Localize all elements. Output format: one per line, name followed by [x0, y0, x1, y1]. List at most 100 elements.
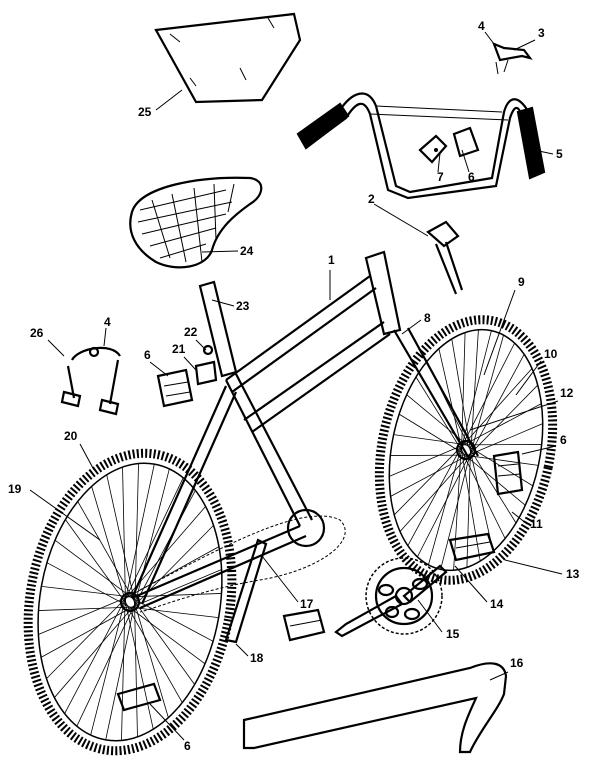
wheel-spoke — [398, 413, 468, 457]
leader-line — [521, 445, 557, 455]
wheel-spoke — [46, 562, 132, 609]
wheel-spoke — [64, 601, 125, 714]
part-number-label: 18 — [250, 651, 264, 665]
part-number-label: 13 — [566, 567, 580, 581]
wheel-spoke — [125, 606, 154, 730]
wheel-spoke — [462, 444, 542, 446]
leader-line — [454, 565, 488, 603]
part-number-label: 4 — [478, 19, 485, 33]
spoke-reflector-part — [116, 682, 162, 712]
leader-line — [79, 443, 95, 471]
wheel-spoke — [459, 330, 492, 453]
left-grip — [296, 102, 350, 150]
leader-line — [261, 555, 299, 603]
wheel-spoke — [122, 467, 126, 607]
part-number-label: 9 — [518, 275, 525, 289]
part-number-label: 22 — [184, 325, 198, 339]
leader-line — [417, 599, 443, 633]
wheel-spoke — [133, 569, 222, 607]
seat-part — [129, 176, 263, 269]
wheel-spoke — [459, 342, 515, 451]
wheel-spoke — [134, 597, 138, 737]
part-number-label: 12 — [560, 386, 574, 400]
part-number-label: 6 — [184, 739, 191, 753]
leader-line — [183, 356, 197, 371]
wheel-spoke — [440, 447, 473, 570]
part-number-label: 20 — [64, 429, 78, 443]
part-number-label: 5 — [556, 147, 563, 161]
stem-part — [426, 220, 464, 295]
wheel-spoke — [121, 605, 126, 741]
wheel-spoke — [132, 607, 219, 619]
leader-line — [533, 149, 554, 155]
wheel-spoke — [46, 598, 125, 679]
part-number-label: 6 — [144, 348, 151, 362]
leader-line — [469, 400, 559, 431]
wheel-spoke — [463, 455, 506, 539]
wheel-spoke — [471, 354, 525, 452]
pedal-right-part — [448, 532, 496, 562]
wheel-hub — [119, 591, 141, 613]
wheel-spoke — [415, 376, 466, 457]
wheel-spoke — [38, 606, 134, 611]
kickstand-part — [224, 538, 268, 644]
wheel-spoke — [41, 585, 128, 597]
wheel-spoke — [390, 454, 470, 456]
pedal-left-part — [282, 608, 326, 642]
leader-line — [211, 299, 235, 307]
leader-line — [461, 149, 470, 173]
front-reflector-part — [492, 450, 524, 496]
wheel-spoke — [389, 445, 463, 477]
leader-line — [513, 39, 536, 51]
reflector-bracket-part — [194, 344, 218, 386]
rear-wheel — [23, 448, 237, 756]
wheel-spoke — [390, 453, 471, 497]
front-wheel — [374, 315, 558, 585]
wheel-spoke — [38, 597, 127, 635]
leader-line — [103, 327, 107, 347]
wheel-spoke — [468, 444, 494, 552]
part-number-label: 17 — [300, 597, 314, 611]
frame-part — [130, 250, 402, 610]
leader-line — [401, 319, 422, 335]
wheel-spoke — [105, 599, 136, 740]
brake-lever-part — [492, 42, 533, 75]
wheel-spoke — [135, 525, 214, 606]
leader-line — [437, 152, 441, 173]
part-number-label: 15 — [446, 627, 460, 641]
wheel-spoke — [134, 463, 139, 599]
part-number-label: 3 — [538, 26, 545, 40]
leader-line — [149, 703, 185, 741]
leader-line — [504, 559, 563, 575]
wheel-spoke — [76, 601, 137, 727]
tire-tread — [23, 448, 237, 756]
leader-line — [489, 671, 509, 681]
part-number-label: 6 — [468, 170, 475, 184]
part-number-label: 1 — [328, 253, 335, 267]
wheel-spoke — [393, 434, 464, 445]
wheel-spoke — [91, 486, 128, 608]
part-number-label: 8 — [424, 311, 431, 325]
leader-line — [235, 643, 249, 657]
wheel-spoke — [466, 446, 471, 568]
part-number-label: 7 — [437, 170, 444, 184]
wheel-spoke — [54, 603, 137, 698]
wheel-spoke — [90, 603, 125, 736]
part-number-label: 23 — [236, 299, 250, 313]
part-number-label: 14 — [490, 597, 504, 611]
wheel-spoke — [466, 443, 517, 524]
part-number-label: 24 — [240, 244, 254, 258]
wheel-spoke — [470, 329, 479, 447]
part-number-label: 26 — [30, 326, 44, 340]
wheel-spoke — [428, 451, 461, 565]
wheel-spoke — [124, 464, 155, 605]
wheel-spoke — [123, 506, 206, 601]
leader-line — [483, 289, 516, 376]
part-number-label: 4 — [104, 315, 111, 329]
wheel-spoke — [128, 595, 214, 642]
wheel-spoke — [65, 519, 130, 609]
wheel-spoke — [399, 451, 472, 532]
wheel-spoke — [132, 596, 169, 718]
wheel-spoke — [468, 455, 539, 466]
